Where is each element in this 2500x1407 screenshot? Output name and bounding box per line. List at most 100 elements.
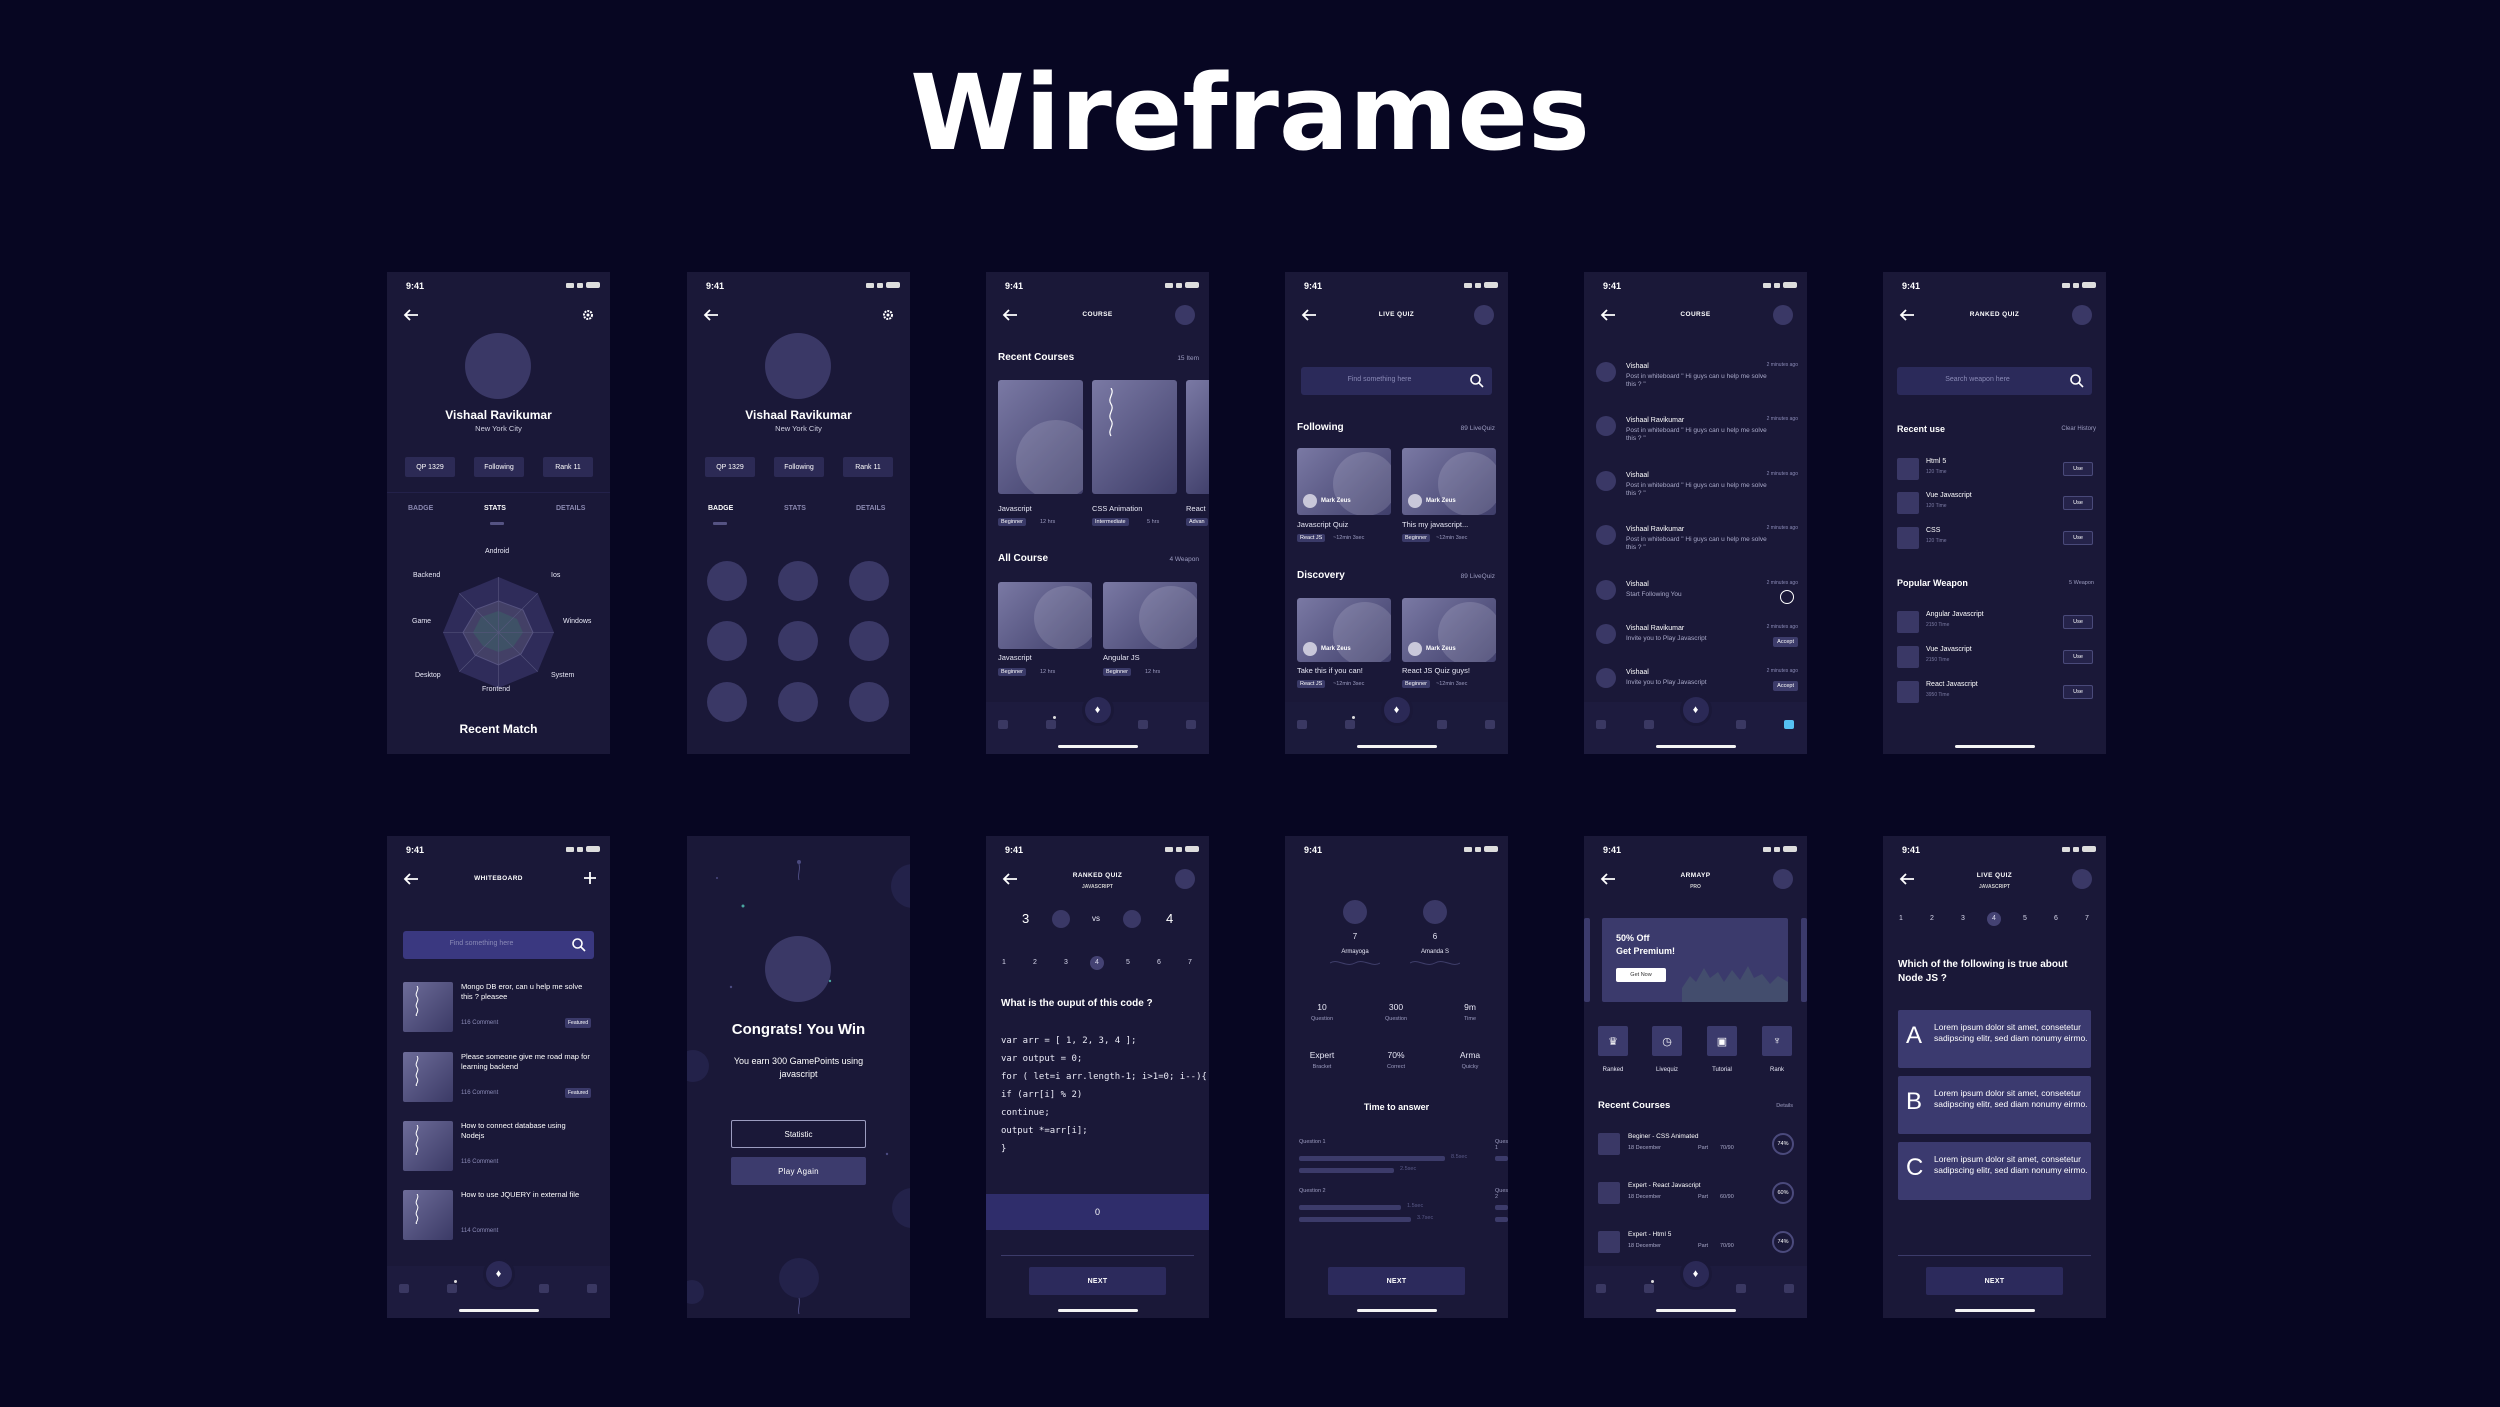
back-arrow-icon[interactable] (402, 872, 420, 886)
badge-icon[interactable] (778, 561, 818, 601)
badge-icon[interactable] (849, 561, 889, 601)
back-arrow-icon[interactable] (1001, 872, 1019, 886)
home-icon[interactable] (1596, 1284, 1606, 1293)
nav-icon[interactable] (1046, 720, 1056, 729)
check-icon[interactable] (1780, 590, 1794, 604)
nav-icon[interactable] (1644, 1284, 1654, 1293)
get-now-button[interactable]: Get Now (1616, 968, 1666, 982)
following-button[interactable]: Following (774, 457, 824, 477)
play-again-button[interactable]: Play Again (731, 1157, 866, 1185)
quiz-card[interactable]: Mark Zeus (1297, 448, 1391, 515)
tab-details[interactable]: DETAILS (856, 505, 886, 512)
diamond-icon[interactable]: ♦ (1380, 694, 1413, 726)
use-button[interactable]: Use (2063, 462, 2093, 476)
back-arrow-icon[interactable] (1001, 308, 1019, 322)
gear-icon[interactable] (881, 308, 895, 322)
crown-icon[interactable]: ♛ (1598, 1026, 1628, 1056)
question-number[interactable]: 3 (1064, 959, 1068, 966)
statistic-button[interactable]: Statistic (731, 1120, 866, 1148)
question-number[interactable]: 7 (2085, 915, 2089, 922)
answer-input[interactable]: 0 (986, 1194, 1209, 1230)
gear-icon[interactable] (581, 308, 595, 322)
course-progress-item[interactable]: Beginer - CSS Animated 18 December Part … (1598, 1131, 1794, 1157)
back-arrow-icon[interactable] (702, 308, 720, 322)
diamond-icon[interactable]: ♦ (1679, 694, 1712, 726)
back-arrow-icon[interactable] (1599, 872, 1617, 886)
nav-icon[interactable] (587, 1284, 597, 1293)
badge-icon[interactable] (707, 682, 747, 722)
search-input[interactable]: Search weapon here (1897, 367, 2092, 395)
course-card[interactable] (1186, 380, 1209, 494)
badge-icon[interactable] (778, 621, 818, 661)
search-input[interactable]: Find something here (1301, 367, 1492, 395)
tab-badge[interactable]: BADGE (408, 505, 434, 512)
diamond-icon[interactable]: ♦ (482, 1258, 515, 1290)
question-number[interactable]: 2 (1930, 915, 1934, 922)
question-number[interactable]: 1 (1002, 959, 1006, 966)
diamond-icon[interactable]: ♦ (1679, 1258, 1712, 1290)
question-number[interactable]: 7 (1188, 959, 1192, 966)
question-number[interactable]: 5 (1126, 959, 1130, 966)
question-number[interactable]: 2 (1033, 959, 1037, 966)
use-button[interactable]: Use (2063, 531, 2093, 545)
promo-banner[interactable]: 50% Off Get Premium! Get Now (1602, 918, 1788, 1002)
question-number[interactable]: 6 (2054, 915, 2058, 922)
back-arrow-icon[interactable] (1898, 872, 1916, 886)
question-number[interactable]: 1 (1899, 915, 1903, 922)
home-icon[interactable] (998, 720, 1008, 729)
following-button[interactable]: Following (474, 457, 524, 477)
whiteboard-post[interactable]: Mongo DB eror, can u help me solve this … (403, 982, 603, 1034)
home-icon[interactable] (399, 1284, 409, 1293)
nav-icon[interactable] (1736, 1284, 1746, 1293)
avatar[interactable] (1474, 305, 1494, 325)
question-number-current[interactable]: 4 (1090, 956, 1104, 970)
back-arrow-icon[interactable] (1300, 308, 1318, 322)
tab-stats[interactable]: STATS (484, 505, 506, 512)
nav-icon[interactable] (1784, 1284, 1794, 1293)
avatar[interactable] (1773, 305, 1793, 325)
badge-icon[interactable] (707, 621, 747, 661)
briefcase-icon[interactable]: ▣ (1707, 1026, 1737, 1056)
avatar[interactable] (1773, 869, 1793, 889)
next-button[interactable]: NEXT (1926, 1267, 2063, 1295)
back-arrow-icon[interactable] (402, 308, 420, 322)
use-button[interactable]: Use (2063, 650, 2093, 664)
diamond-icon[interactable]: ♦ (1081, 694, 1114, 726)
clear-history-link[interactable]: Clear History (2061, 426, 2096, 432)
question-number[interactable]: 3 (1961, 915, 1965, 922)
nav-icon[interactable] (1345, 720, 1355, 729)
avatar[interactable] (1175, 869, 1195, 889)
tab-stats[interactable]: STATS (784, 505, 806, 512)
nav-icon[interactable] (1485, 720, 1495, 729)
course-progress-item[interactable]: Expert - React Javascript 18 December Pa… (1598, 1180, 1794, 1206)
back-arrow-icon[interactable] (1898, 308, 1916, 322)
course-card[interactable] (1092, 380, 1177, 494)
course-card[interactable] (1103, 582, 1197, 649)
badge-icon[interactable] (849, 621, 889, 661)
nav-icon[interactable] (1644, 720, 1654, 729)
nav-icon[interactable] (1138, 720, 1148, 729)
question-number-current[interactable]: 4 (1987, 912, 2001, 926)
badge-icon[interactable] (849, 682, 889, 722)
quiz-card[interactable]: Mark Zeus (1402, 448, 1496, 515)
quiz-card[interactable]: Mark Zeus (1297, 598, 1391, 662)
use-button[interactable]: Use (2063, 685, 2093, 699)
course-card[interactable] (998, 582, 1092, 649)
course-progress-item[interactable]: Expert - Html 5 18 December Part 70/90 7… (1598, 1229, 1794, 1255)
nav-icon-active[interactable] (1784, 720, 1794, 729)
question-number[interactable]: 5 (2023, 915, 2027, 922)
question-number[interactable]: 6 (1157, 959, 1161, 966)
quiz-card[interactable]: Mark Zeus (1402, 598, 1496, 662)
next-button[interactable]: NEXT (1328, 1267, 1465, 1295)
nav-icon[interactable] (539, 1284, 549, 1293)
